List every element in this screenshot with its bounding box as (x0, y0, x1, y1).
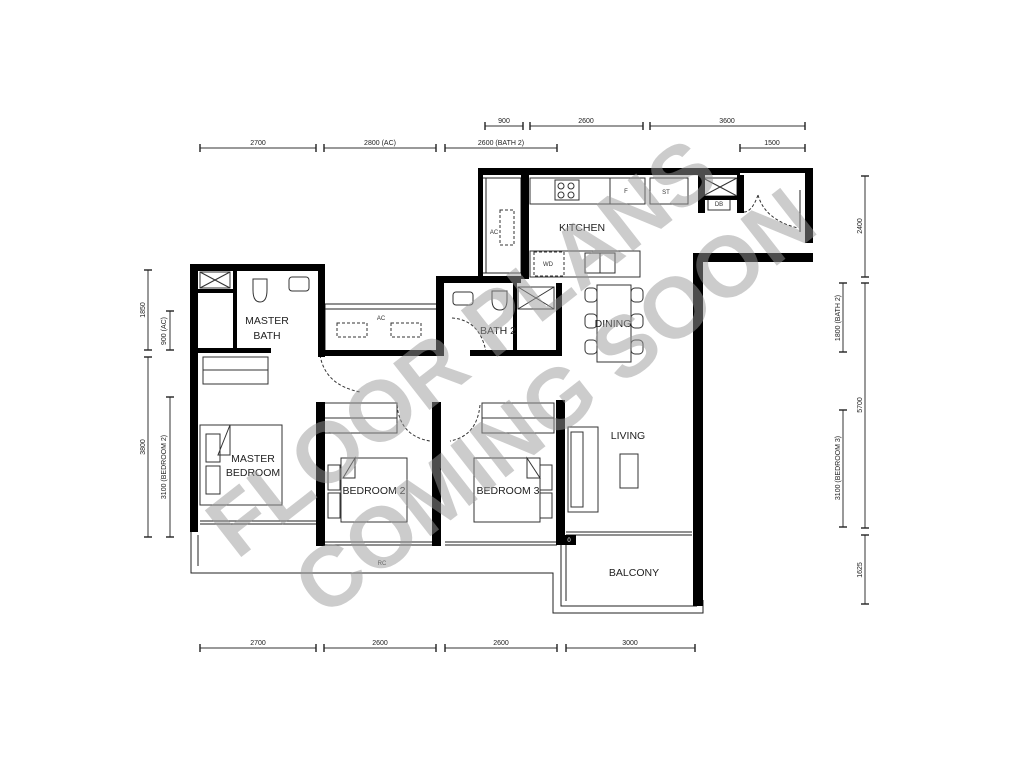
door-swings (319, 194, 799, 442)
dim-right-5700: 5700 (857, 397, 864, 413)
dim-top-2600: 2600 (578, 118, 594, 125)
dim-top-3600: 3600 (719, 118, 735, 125)
label-dining: DINING (595, 318, 632, 330)
label-ac-ledge: AC (377, 316, 386, 322)
label-db: DB (715, 202, 723, 208)
dimension-labels: 900 2600 3600 2700 2800 (AC) 2600 (BATH … (140, 118, 864, 647)
dim-top-2800-ac: 2800 (AC) (364, 140, 396, 147)
dim-left-1850: 1850 (140, 302, 147, 318)
dim-right-3100-bedroom3: 3100 (BEDROOM 3) (835, 436, 842, 500)
label-rc-ledge: RC (378, 561, 387, 567)
dim-bottom-2600a: 2600 (372, 640, 388, 647)
room-labels: MASTER BATH MASTER BEDROOM BEDROOM 2 BED… (226, 222, 659, 579)
label-pipe: 0 (567, 538, 571, 544)
dim-bottom-2700: 2700 (250, 640, 266, 647)
dim-left-900-ac: 900 (AC) (161, 317, 168, 345)
watermark: FLOOR PLANS COMING SOON (189, 120, 833, 634)
label-master-bedroom-1: MASTER (231, 453, 275, 465)
dim-right-1800-bath2: 1800 (BATH 2) (835, 295, 842, 341)
label-kitchen: KITCHEN (559, 222, 605, 234)
label-fridge: F (624, 189, 628, 195)
label-washer: WD (543, 262, 554, 268)
label-bedroom-2: BEDROOM 2 (342, 485, 405, 497)
dim-left-3100-bedroom2: 3100 (BEDROOM 2) (161, 435, 168, 499)
label-bath-2: BATH 2 (480, 325, 516, 337)
dimension-lines (147, 125, 866, 649)
dim-bottom-3000: 3000 (622, 640, 638, 647)
dim-right-1625: 1625 (857, 562, 864, 578)
dim-left-3800: 3800 (140, 439, 147, 455)
fixture-labels: AC WD F ST DB 0 (490, 189, 723, 544)
label-bedroom-3: BEDROOM 3 (476, 485, 539, 497)
label-master-bedroom-2: BEDROOM (226, 467, 280, 479)
label-master-bath-2: BATH (253, 330, 280, 342)
dimension-ticks (144, 122, 869, 652)
label-kitchen-ac: AC (490, 230, 499, 236)
dim-right-2400: 2400 (857, 218, 864, 234)
dim-top-1500: 1500 (764, 140, 780, 147)
label-living: LIVING (611, 430, 645, 442)
dim-top-2600-bath2: 2600 (BATH 2) (478, 140, 524, 147)
label-balcony: BALCONY (609, 567, 659, 579)
label-storage: ST (662, 190, 670, 196)
dim-bottom-2600b: 2600 (493, 640, 509, 647)
dim-top-2700: 2700 (250, 140, 266, 147)
label-master-bath-1: MASTER (245, 315, 289, 327)
walls (190, 168, 813, 606)
dim-top-900: 900 (498, 118, 510, 125)
